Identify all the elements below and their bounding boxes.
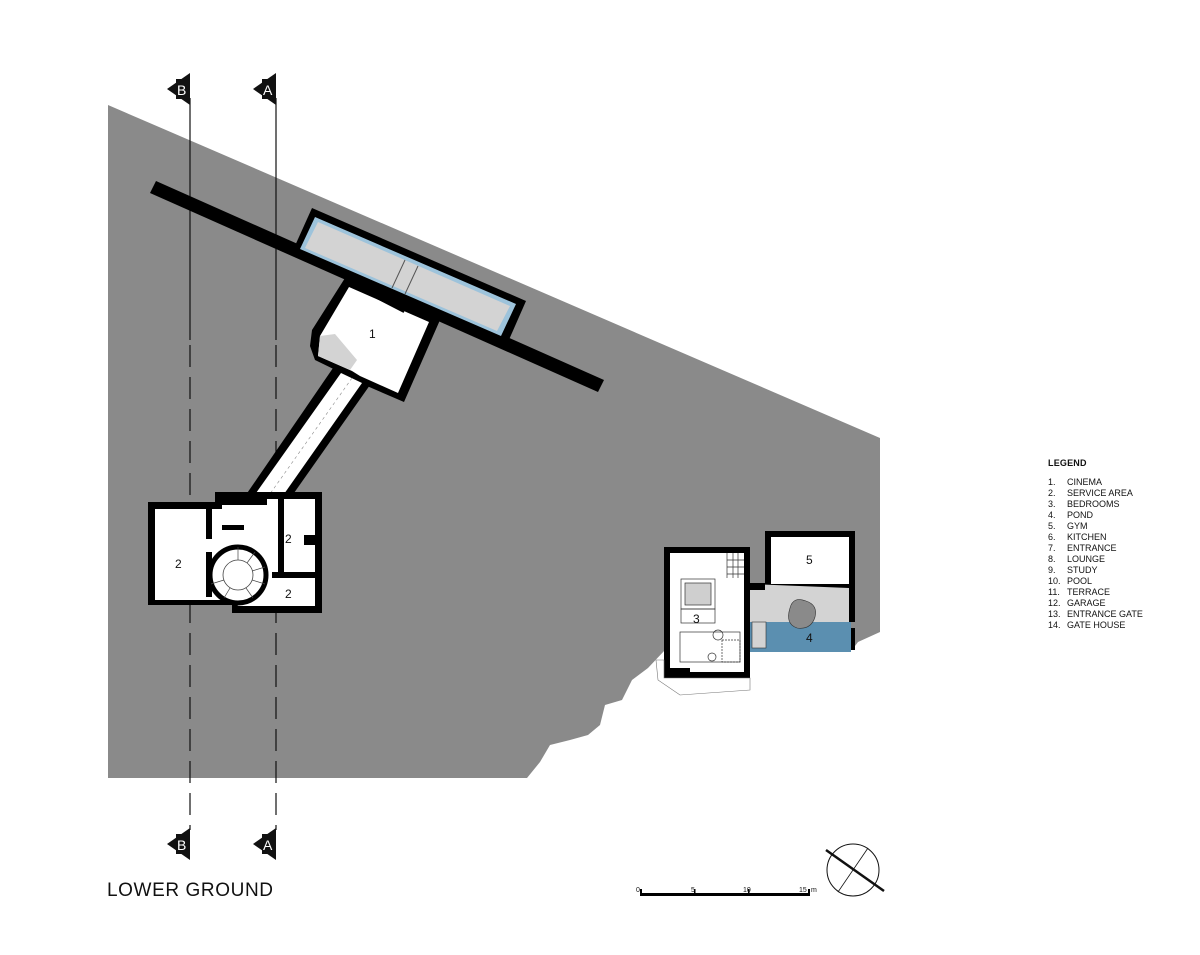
room-label-cinema: 1 [369,327,376,341]
legend-item-number: 5. [1048,521,1056,531]
legend-item-label: GYM [1067,521,1088,531]
legend-item-number: 3. [1048,499,1056,509]
section-marker-a-label: A [263,82,273,98]
legend-item-label: CINEMA [1067,477,1103,487]
legend-item-number: 1. [1048,477,1056,487]
connecting-corridor [241,368,370,520]
legend-item-number: 8. [1048,554,1056,564]
section-marker-a-top: A [253,73,276,105]
service-block: 2 2 2 [148,492,322,613]
section-marker-b-label: B [177,837,186,853]
section-marker-a-label: A [263,837,273,853]
north-arrow-icon [825,843,885,897]
retaining-wall [150,181,604,392]
legend-item: 3. BEDROOMS [1048,499,1143,510]
legend-item-label: LOUNGE [1067,554,1106,564]
scale-tick-0: 0 [636,887,640,894]
legend-title: LEGEND [1048,458,1087,468]
legend-item: 14. GATE HOUSE [1048,620,1143,631]
legend-item-number: 12. [1048,598,1061,608]
legend-item-number: 7. [1048,543,1056,553]
legend-item-label: SERVICE AREA [1067,488,1133,498]
pool-trough [294,208,526,342]
legend-item-number: 4. [1048,510,1056,520]
room-label-bedroom: 3 [693,612,700,626]
scale-tick-5: 5 [691,887,695,894]
legend-item: 8. LOUNGE [1048,554,1143,565]
legend-item-label: TERRACE [1067,587,1111,597]
legend-item: 6. KITCHEN [1048,532,1143,543]
bedroom-block: 3 [655,547,765,696]
legend-item-label: POOL [1067,576,1093,586]
legend-item-label: STUDY [1067,565,1098,575]
legend-item-label: POND [1067,510,1094,520]
legend-item: 5. GYM [1048,521,1143,532]
legend-item: 1. CINEMA [1048,477,1143,488]
scale-tick-10: 10 [743,887,751,894]
section-marker-b-label: B [177,82,186,98]
drawing-title: LOWER GROUND [107,880,274,901]
legend-item-number: 10. [1048,576,1061,586]
legend-item: 11. TERRACE [1048,587,1143,598]
room-label-gym: 5 [806,553,813,567]
legend-item-label: GATE HOUSE [1067,620,1126,630]
legend-item: 4. POND [1048,510,1143,521]
legend-item: 7. ENTRANCE [1048,543,1143,554]
scale-bar: 0 5 10 15 m [636,887,817,896]
room-label-pond: 4 [806,631,813,645]
legend-item-number: 9. [1048,565,1056,575]
legend-item: 9. STUDY [1048,565,1143,576]
legend-item: 2. SERVICE AREA [1048,488,1143,499]
legend-item: 12. GARAGE [1048,598,1143,609]
room-label-service-right-lower: 2 [285,587,292,601]
legend-item-label: ENTRANCE GATE [1067,609,1143,619]
site-terrain [108,105,880,778]
section-marker-b-bottom: B [167,828,190,860]
room-label-service-right-upper: 2 [285,532,292,546]
section-marker-b-top: B [167,73,190,105]
legend-item: 13. ENTRANCE GATE [1048,609,1143,620]
legend-item-number: 13. [1048,609,1061,619]
scale-tick-15: 15 [799,887,807,894]
legend-item-label: BEDROOMS [1067,499,1120,509]
legend-item-label: KITCHEN [1067,532,1107,542]
cinema-room: 1 [310,278,440,402]
legend-item-label: ENTRANCE [1067,543,1117,553]
legend-item: 10. POOL [1048,576,1143,587]
legend-item-number: 6. [1048,532,1056,542]
legend-item-label: GARAGE [1067,598,1106,608]
section-marker-a-bottom: A [253,828,276,860]
legend-item-number: 11. [1048,587,1060,597]
legend-item-number: 14. [1048,620,1061,630]
room-label-service-left: 2 [175,557,182,571]
pond-courtyard: 4 [748,584,855,652]
scale-unit: m [811,887,817,894]
legend-item-number: 2. [1048,488,1056,498]
